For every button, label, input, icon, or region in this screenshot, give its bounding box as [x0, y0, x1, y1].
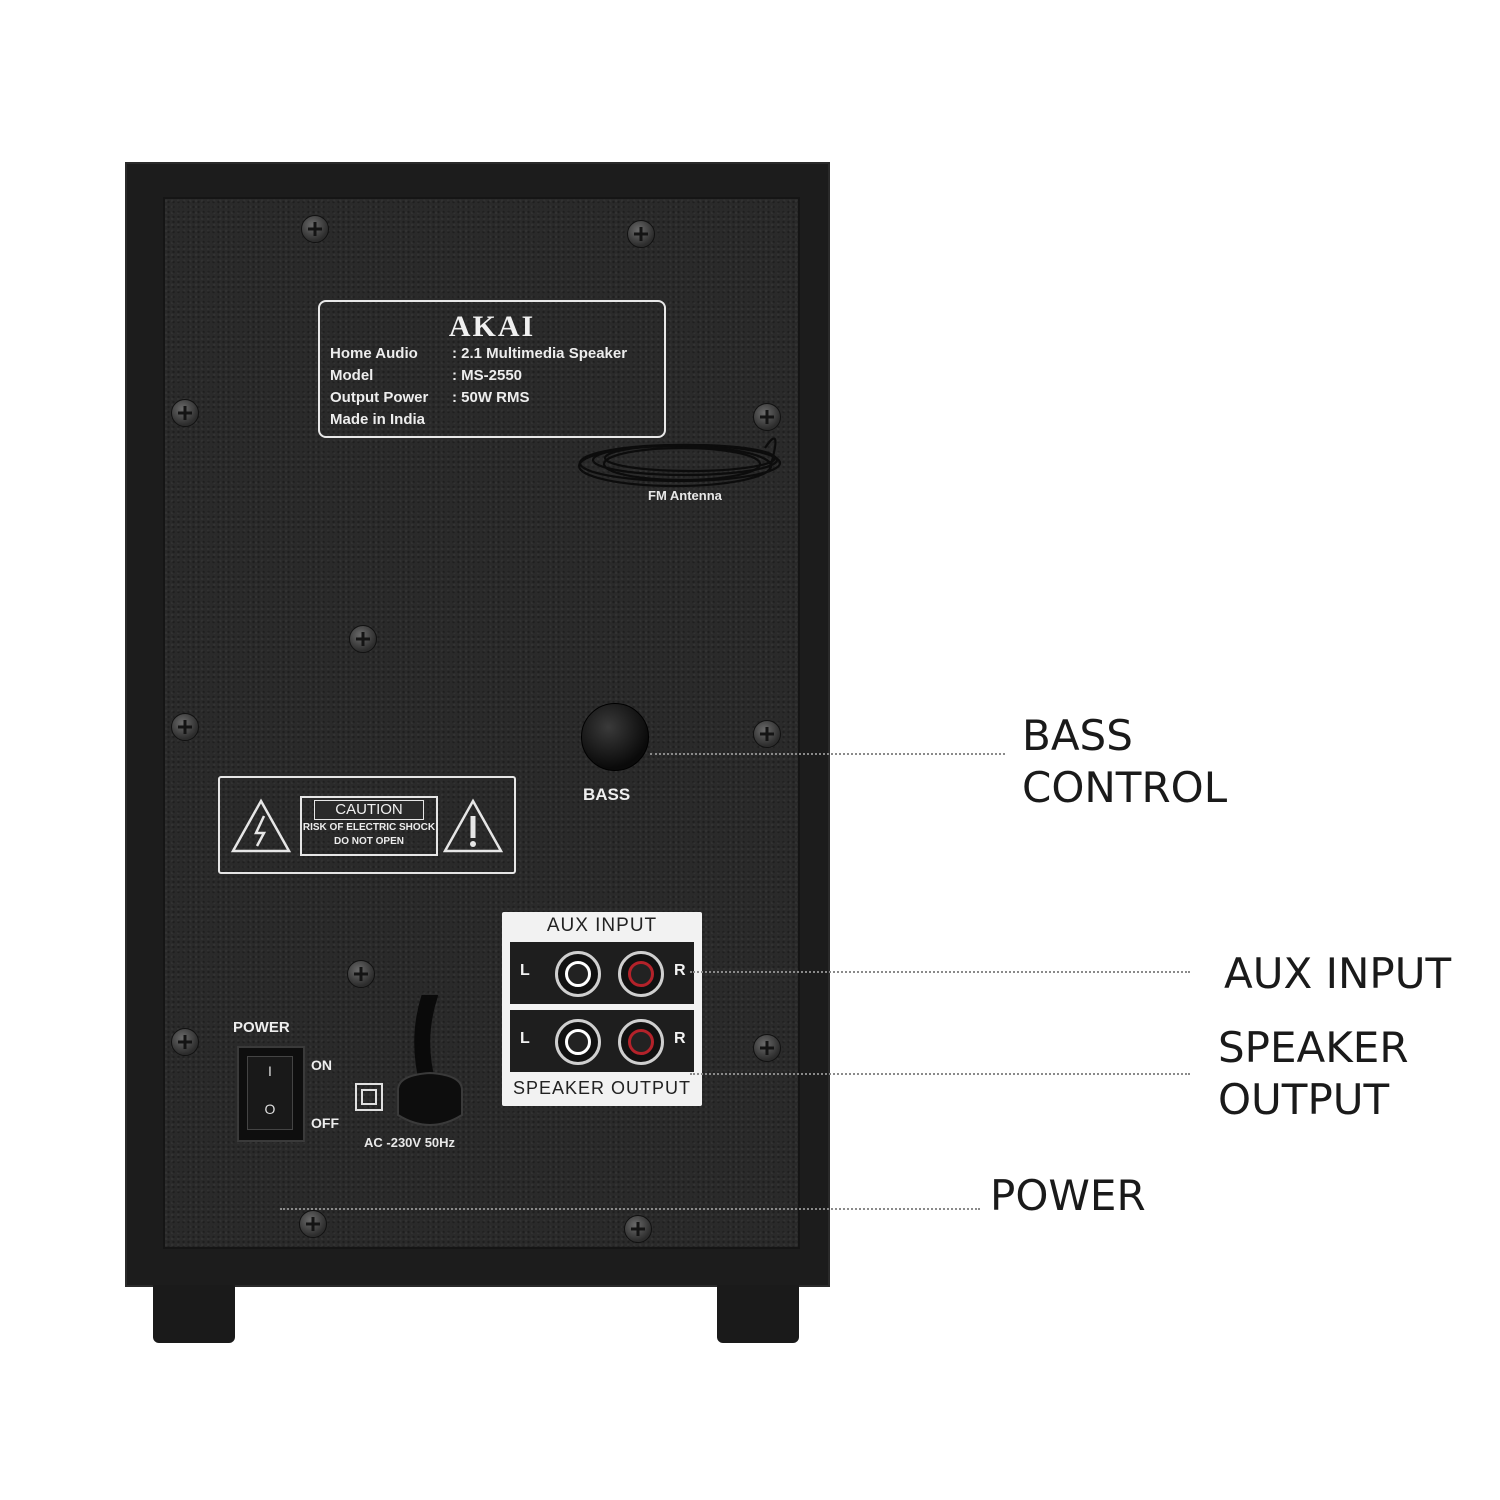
io-panel: AUX INPUT L R L R SPEAKER OUTPUT [502, 912, 702, 1106]
right-foot [717, 1285, 799, 1343]
caution-title: CAUTION [314, 800, 424, 820]
screw-icon [624, 1215, 652, 1243]
aux-input-panel-title: AUX INPUT [546, 915, 658, 936]
screw-icon [349, 625, 377, 653]
switch-on-label: ON [311, 1057, 332, 1073]
bass-knob[interactable] [581, 703, 649, 771]
spec-row-output-power: Output Power: 50W RMS [330, 389, 530, 406]
spec-row-model: Model: MS-2550 [330, 367, 523, 384]
electric-shock-warning-icon [230, 798, 292, 853]
caution-text-box: CAUTION RISK OF ELECTRIC SHOCK DO NOT OP… [300, 796, 438, 856]
spec-row-home-audio: Home Audio: 2.1 Multimedia Speaker [330, 345, 628, 362]
aux-input-jacks: L R [510, 942, 694, 1004]
aux-left-label: L [520, 962, 530, 979]
speaker-output-leader-line [690, 1073, 1190, 1075]
speaker-left-label: L [520, 1030, 530, 1047]
screw-icon [171, 1028, 199, 1056]
power-leader-line [280, 1208, 980, 1210]
fm-antenna-cable-icon [577, 437, 782, 488]
speaker-left-jack[interactable] [555, 1019, 601, 1065]
screw-icon [753, 1034, 781, 1062]
spec-row-made-in: Made in India [330, 411, 426, 428]
screw-icon [299, 1210, 327, 1238]
power-switch-label: POWER [233, 1019, 290, 1036]
screw-icon [171, 399, 199, 427]
speaker-right-label: R [674, 1030, 686, 1047]
speaker-output-panel-title: SPEAKER OUTPUT [512, 1078, 692, 1098]
speaker-output-callout: SPEAKER OUTPUT [1218, 1023, 1409, 1124]
switch-off-label: OFF [311, 1115, 339, 1131]
aux-right-jack[interactable] [618, 951, 664, 997]
switch-off-mark: O [264, 1101, 276, 1117]
power-callout: POWER [990, 1171, 1146, 1220]
screw-icon [301, 215, 329, 243]
screw-icon [347, 960, 375, 988]
ac-rating-label: AC -230V 50Hz [364, 1135, 456, 1150]
screw-icon [753, 720, 781, 748]
speaker-output-jacks: L R [510, 1010, 694, 1072]
power-rocker[interactable]: I O [247, 1056, 293, 1130]
aux-input-callout: AUX INPUT [1224, 949, 1452, 998]
speaker-right-jack[interactable] [618, 1019, 664, 1065]
double-insulation-icon [355, 1083, 383, 1111]
screw-icon [753, 403, 781, 431]
screw-icon [171, 713, 199, 741]
bass-knob-label: BASS [583, 785, 631, 804]
bass-control-leader-line [650, 753, 1005, 755]
switch-on-mark: I [268, 1063, 272, 1079]
exclamation-warning-icon [442, 798, 504, 853]
aux-right-label: R [674, 962, 686, 979]
power-cord-icon [397, 995, 463, 1126]
aux-input-leader-line [690, 971, 1190, 973]
caution-line-2: DO NOT OPEN [333, 836, 404, 847]
spec-label-plate: AKAI Home Audio: 2.1 Multimedia Speaker … [318, 300, 666, 438]
caution-label: CAUTION RISK OF ELECTRIC SHOCK DO NOT OP… [218, 776, 516, 874]
aux-left-jack[interactable] [555, 951, 601, 997]
fm-antenna-label: FM Antenna [648, 488, 722, 503]
bass-control-callout: BASS CONTROL [1022, 711, 1228, 812]
left-foot [153, 1285, 235, 1343]
screw-icon [627, 220, 655, 248]
power-switch[interactable]: I O [237, 1046, 305, 1142]
brand-logo: AKAI [448, 310, 536, 343]
caution-line-1: RISK OF ELECTRIC SHOCK [302, 822, 436, 833]
